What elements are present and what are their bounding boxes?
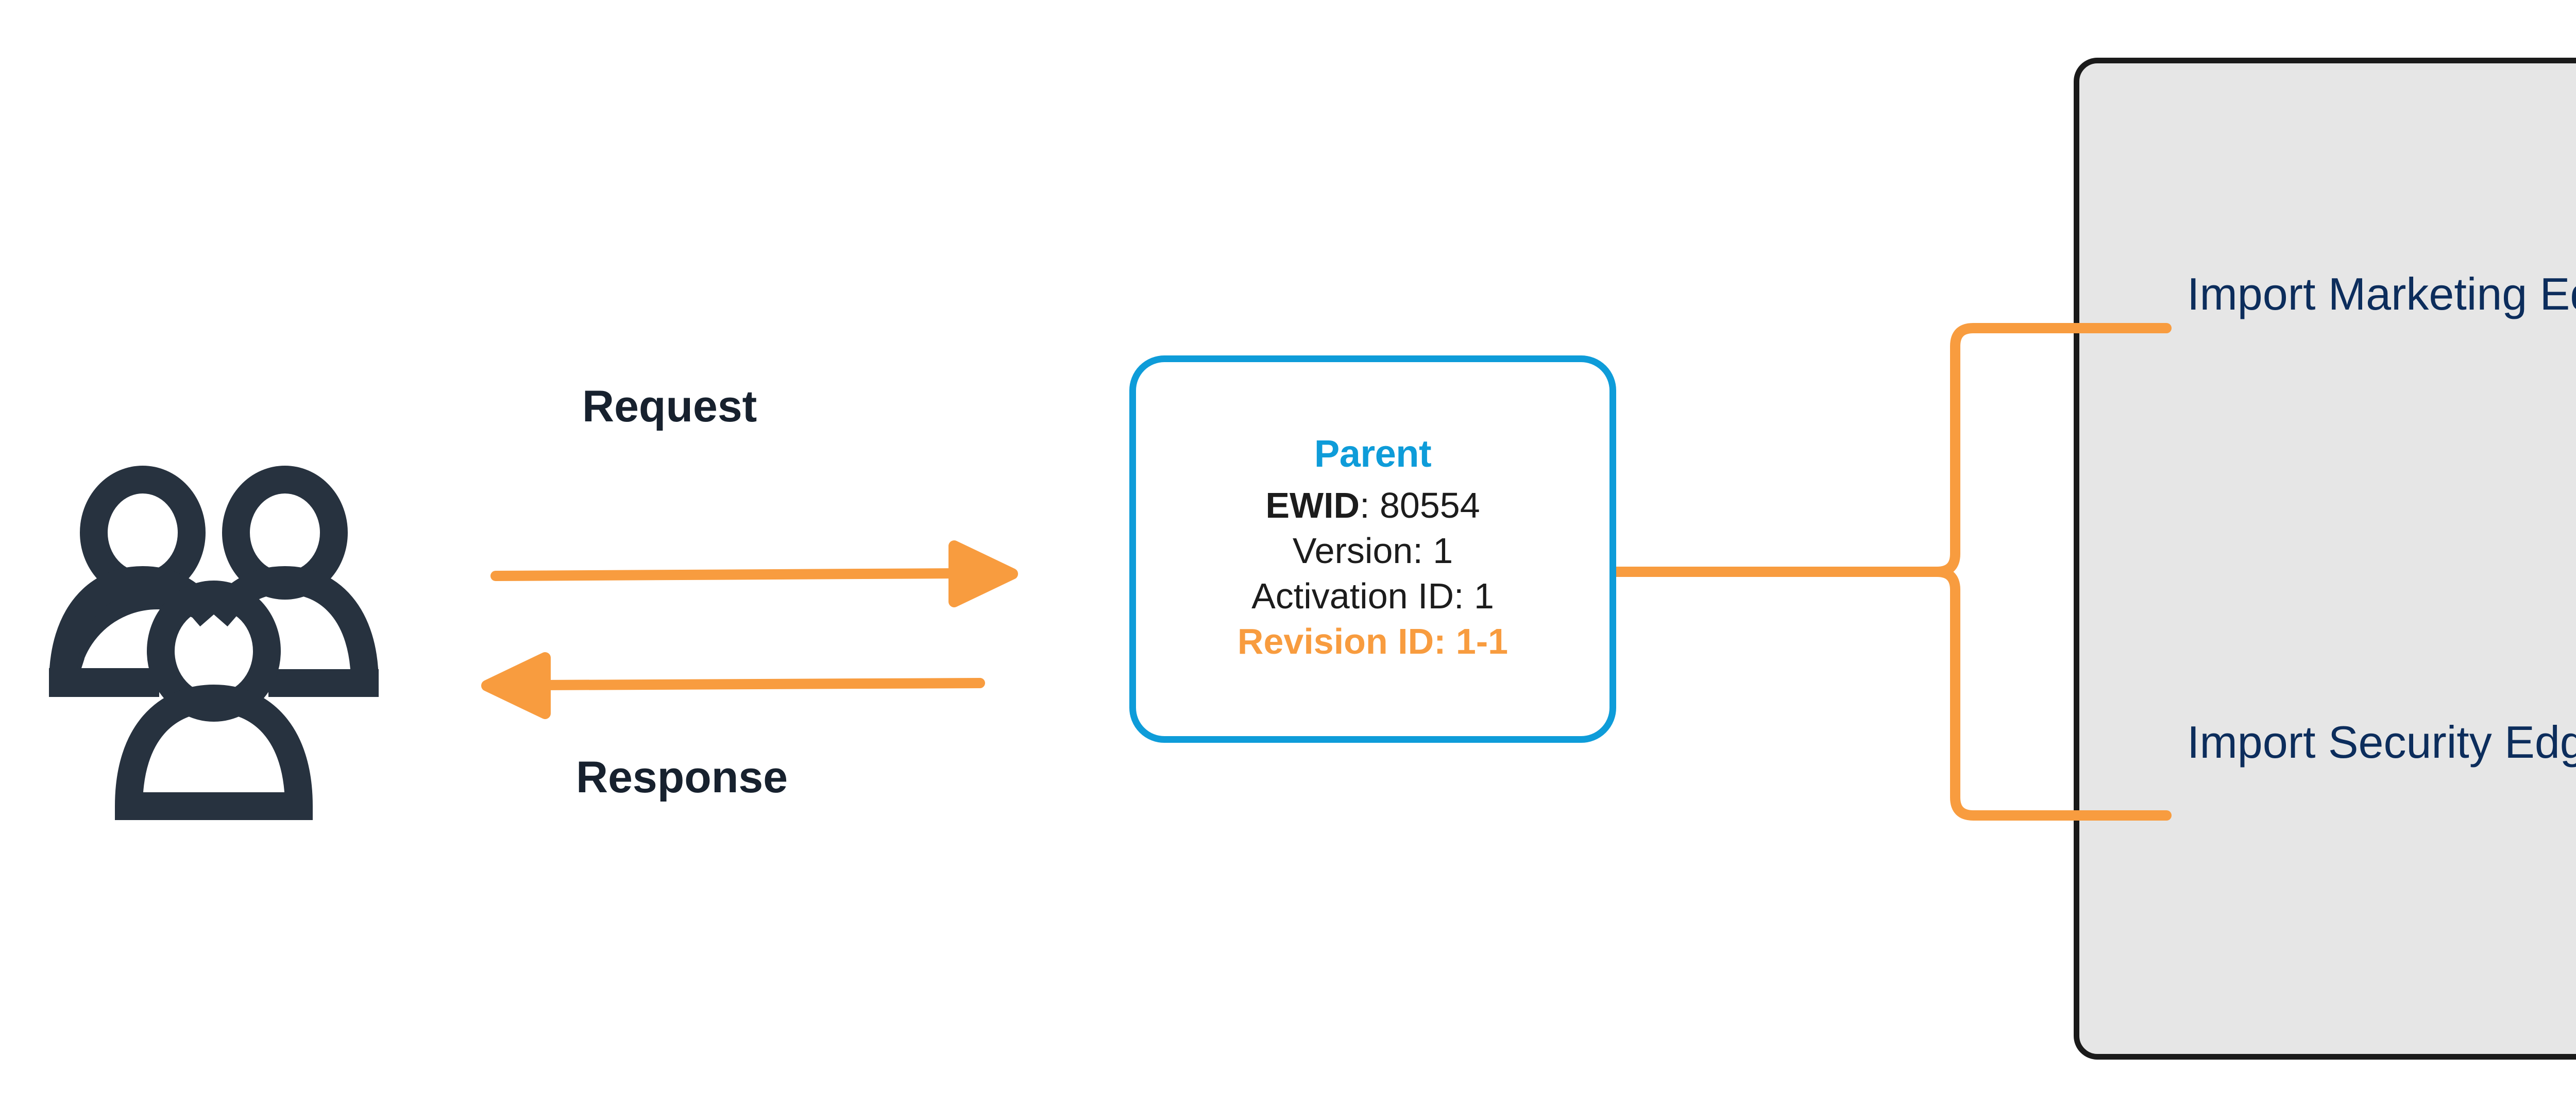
request-arrow-icon	[490, 540, 1018, 607]
parent-node[interactable]: Parent EWID: 80554 Version: 1 Activation…	[1129, 355, 1616, 743]
parent-field-activation-id-key: Activation ID	[1251, 576, 1454, 617]
response-label: Response	[576, 753, 788, 802]
parent-field-version: Version: 1	[1293, 528, 1453, 573]
parent-node-title: Parent	[1314, 432, 1432, 475]
response-arrow-icon	[481, 652, 985, 719]
parent-field-activation-id: Activation ID: 1	[1251, 573, 1494, 619]
parent-field-version-sep: :	[1413, 531, 1433, 571]
parent-field-revision-id-value: 1-1	[1455, 621, 1509, 662]
import-security-edgeworker-label: Import Security EdgeWorker	[2187, 717, 2576, 768]
parent-field-activation-id-sep: :	[1454, 576, 1474, 617]
parent-field-ewid-key: EWID	[1265, 485, 1360, 525]
parent-field-ewid-sep: :	[1360, 485, 1380, 525]
users-icon	[48, 466, 379, 820]
parent-field-ewid: EWID: 80554	[1265, 483, 1480, 528]
parent-field-revision-id-sep: :	[1434, 621, 1456, 662]
import-marketing-edgeworker-label: Import Marketing EdgeWorker	[2187, 268, 2576, 319]
parent-field-revision-id: Revision ID: 1-1	[1238, 619, 1508, 664]
parent-field-revision-id-key: Revision ID	[1237, 621, 1434, 662]
parent-field-activation-id-value: 1	[1473, 576, 1494, 617]
parent-field-ewid-value: 80554	[1380, 485, 1480, 525]
parent-field-version-value: 1	[1433, 531, 1453, 571]
request-label: Request	[582, 382, 757, 431]
edgeworker-imports-panel	[2074, 58, 2576, 1060]
parent-field-version-key: Version	[1292, 531, 1413, 571]
